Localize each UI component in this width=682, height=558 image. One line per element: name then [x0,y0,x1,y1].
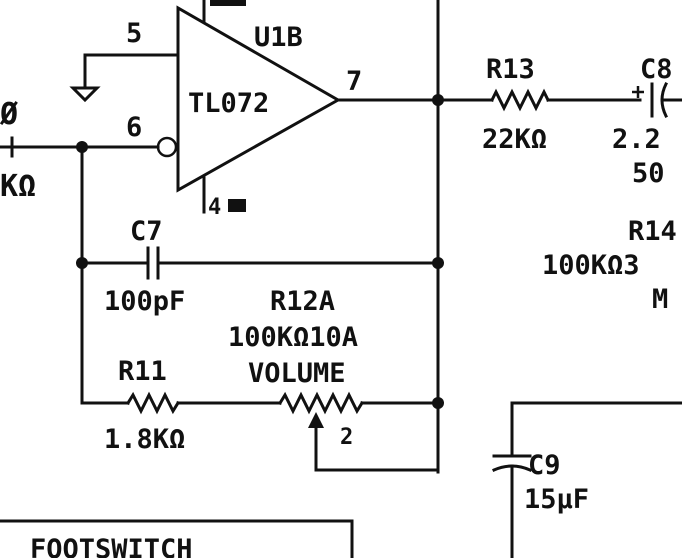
footswitch-box [0,519,354,558]
c7-value-label: 100pF [104,286,185,317]
pin5-wire [83,53,180,90]
opamp-triangle [176,5,342,193]
pin7-label: 7 [346,66,362,97]
r11-ref-label: R11 [118,356,167,387]
junction-c7-right [432,257,444,269]
r12a-function-label: VOLUME [248,358,346,389]
r12a-value-label: 100KΩ10A [228,322,358,353]
c8-ref-label: C8 [640,54,673,85]
inverting-input-bubble [156,136,178,158]
r13-ref-label: R13 [486,54,535,85]
r14-note-label: M [652,284,668,315]
opamp-ref-label: U1B [254,22,303,53]
pot-wiper-label: 2 [340,425,353,450]
r12a-ref-label: R12A [270,286,335,317]
c7-ref-label: C7 [130,216,163,247]
r11-value-label: 1.8KΩ [104,424,185,455]
r13-resistor [489,88,551,112]
pin5-label: 5 [126,18,142,49]
c7-capacitor [80,246,440,280]
r11-resistor [125,391,181,415]
c9-value-label: 15μF [524,484,589,515]
left-partial-value: KΩ [0,169,36,204]
junction-r12a-right [432,397,444,409]
c8-voltage-label: 50 [632,158,665,189]
c9-ref-label: C9 [528,450,561,481]
pin4-label: 4 [208,195,221,220]
r12a-potentiometer [277,391,365,415]
pin6-label: 6 [126,112,142,143]
c8-value-label: 2.2 [612,124,661,155]
pot-wiper-arrow [308,412,324,428]
c9-capacitor [492,401,682,558]
r14-ref-label: R14 [628,216,677,247]
ground-symbol [69,86,101,103]
pin4-marker [228,199,246,212]
left-partial-ref: Ø [0,97,18,132]
junction-output [432,94,444,106]
footswitch-label: FOOTSWITCH [30,534,193,558]
junction-inverting [76,141,88,153]
r14-value-label: 100KΩ3 [542,250,640,281]
r13-value-label: 22KΩ [482,124,547,155]
junction-c7-left [76,257,88,269]
c8-capacitor [632,81,682,119]
opamp-part-label: TL072 [188,88,269,119]
opamp-pin8-marker [210,0,246,6]
